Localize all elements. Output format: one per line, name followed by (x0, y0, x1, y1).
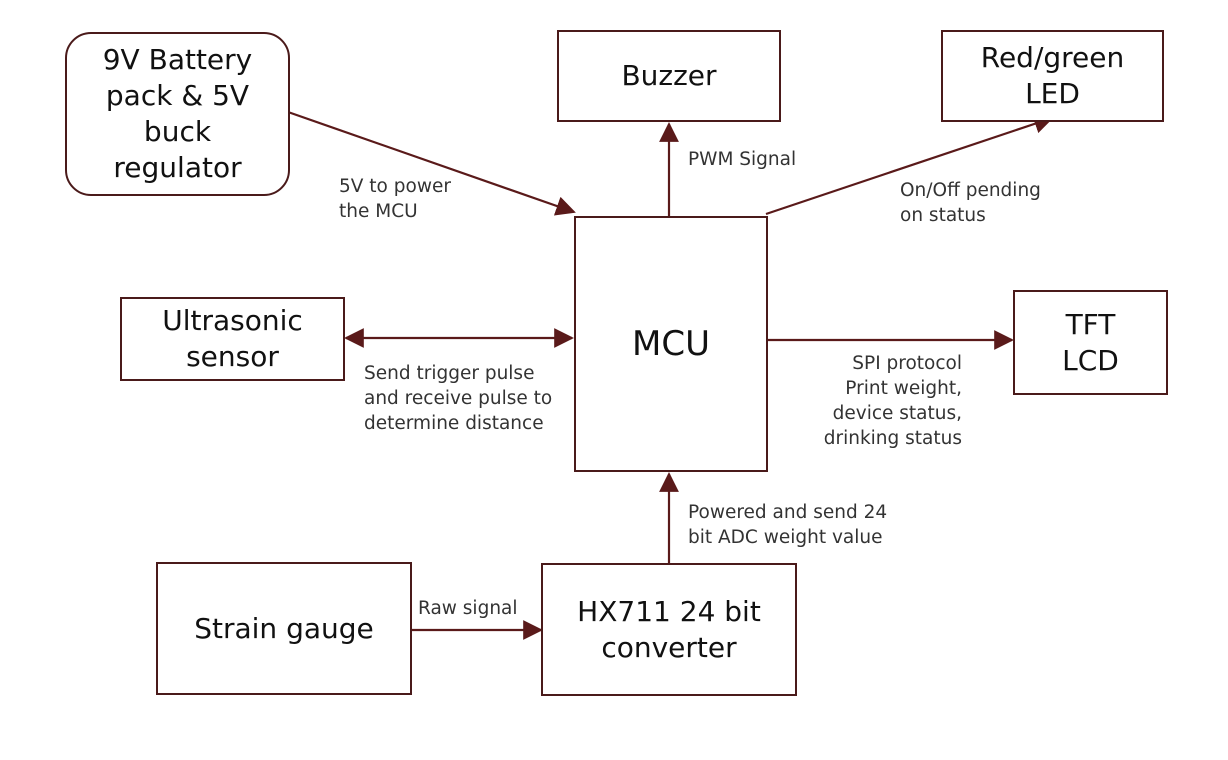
buzzer-label: Buzzer (621, 59, 717, 92)
arrow-battery-to-mcu (287, 110, 576, 216)
battery-label: 9V Battery pack & 5V buck regulator (102, 43, 253, 184)
tft-lcd-block: TFT LCD (1013, 290, 1168, 395)
spi-signal-label: SPI protocol Print weight, device status… (823, 353, 962, 449)
tft-lcd-label: TFT LCD (1062, 307, 1119, 377)
pwm-signal-label: PWM Signal (688, 149, 797, 170)
adc-signal-label: Powered and send 24 bit ADC weight value (688, 502, 888, 548)
raw-signal-label: Raw signal (418, 598, 518, 619)
led-signal-label: On/Off pending on status (900, 180, 1041, 226)
hx711-label: HX711 24 bit converter (577, 594, 761, 664)
ultrasonic-block: Ultrasonic sensor (120, 297, 345, 381)
strain-gauge-block: Strain gauge (156, 562, 412, 695)
mcu-block: MCU (574, 216, 768, 472)
strain-gauge-label: Strain gauge (194, 611, 374, 645)
ultrasonic-signal-label: Send trigger pulse and receive pulse to … (364, 363, 553, 434)
buzzer-block: Buzzer (557, 30, 781, 122)
led-block: Red/green LED (941, 30, 1164, 122)
hx711-block: HX711 24 bit converter (541, 563, 797, 696)
power-signal-label: 5V to power the MCU (339, 176, 451, 222)
arrow-mcu-to-led (765, 114, 1054, 216)
mcu-label: MCU (632, 324, 710, 364)
ultrasonic-label: Ultrasonic sensor (162, 304, 303, 373)
led-label: Red/green LED (980, 41, 1125, 110)
battery-block: 9V Battery pack & 5V buck regulator (65, 32, 290, 196)
